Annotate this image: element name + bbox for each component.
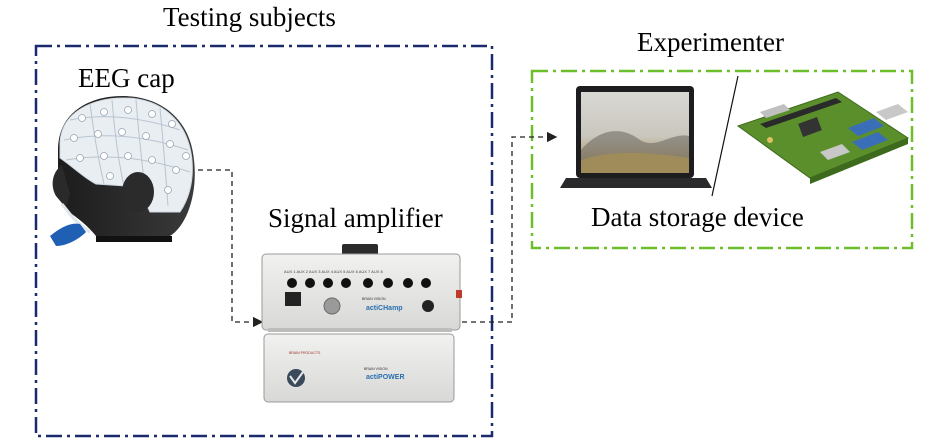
raspberry-pi-image [736,91,910,184]
experimenter-title: Experimenter [637,27,784,57]
amplifier-aux-labels: AUX 1 AUX 2 AUX 3 AUX 4 AUX 5 AUX 6 AUX … [284,269,383,274]
experimenter-frame [530,69,914,250]
amplifier-model-label: actiCHamp [366,305,403,312]
amplifier-to-experimenter-arrow [462,131,558,323]
power-unit-maker-label: BRAIN PRODUCTS [289,351,321,355]
cap-to-amplifier-arrow [198,169,264,328]
power-unit-brand-label: BRAIN VISION [364,367,388,371]
actipower-unit [263,333,455,403]
signal-amplifier-label: Signal amplifier [268,203,443,233]
testing-subjects-title: Testing subjects [163,2,336,32]
laptop-image [560,86,712,188]
testing-subjects-frame [34,44,494,438]
power-unit-model-label: actiPOWER [366,374,405,381]
data-storage-device-label: Data storage device [591,202,804,232]
amplifier-brand-label: BRAIN VISION [362,297,386,301]
storage-device-pointer-line [711,75,739,197]
signal-amplifier-image: AUX 1 AUX 2 AUX 3 AUX 4 AUX 5 AUX 6 AUX … [261,244,462,403]
eeg-cap-label: EEG cap [78,63,175,93]
eeg-cap-image [50,96,195,246]
